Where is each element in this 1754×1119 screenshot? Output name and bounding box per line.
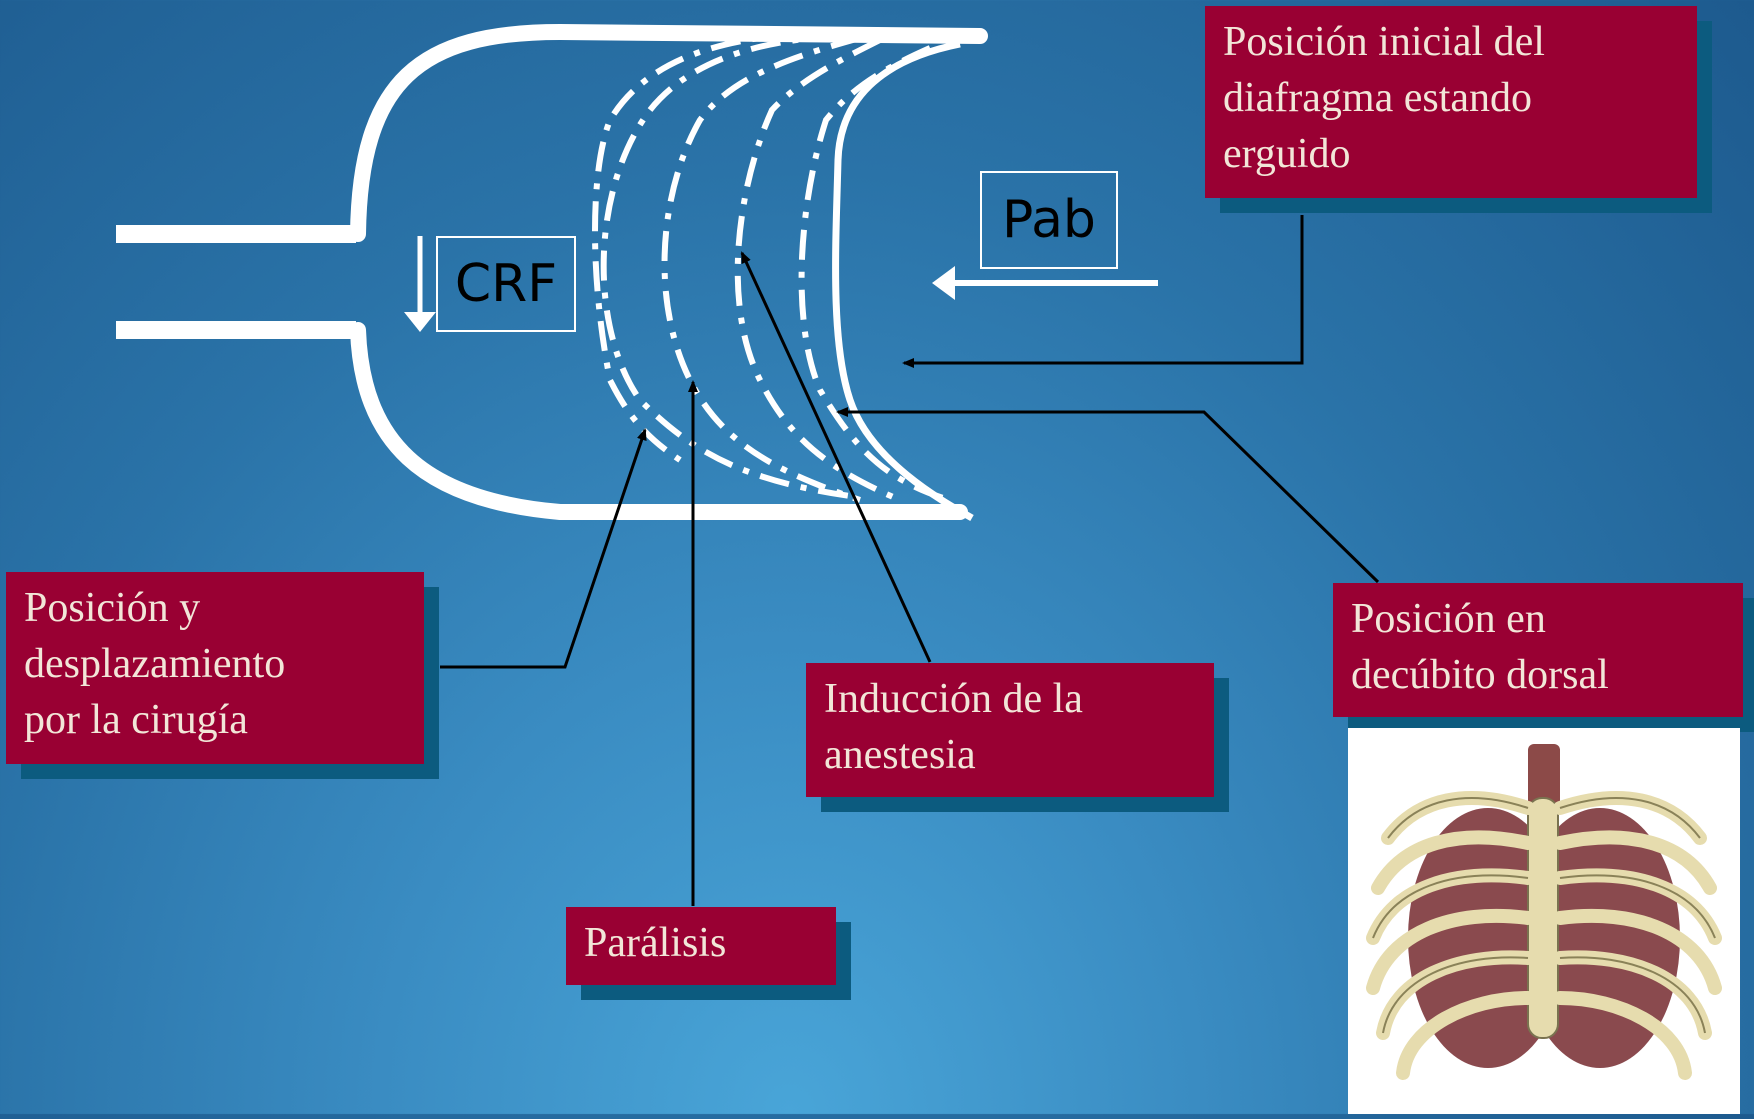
pab-arrowhead: [932, 266, 955, 300]
rib-cage-icon: [1348, 728, 1740, 1114]
surgery-displacement-label: Posición y desplazamiento por la cirugía: [6, 572, 424, 764]
initial-position-label: Posición inicial del diafragma estando e…: [1205, 6, 1697, 198]
rib-cage-illustration: [1348, 728, 1740, 1114]
leader-supine-position: [838, 412, 1378, 582]
pab-label: Pab: [980, 171, 1118, 269]
crf-arrowhead: [404, 312, 436, 332]
supine-position-label: Posición en decúbito dorsal: [1333, 583, 1743, 717]
paralysis-label: Parálisis: [566, 907, 836, 985]
diaphragm-surgery-displacement: [604, 36, 850, 496]
leader-surgery-displacement: [440, 430, 645, 667]
diaphragm-anesthesia-induction: [738, 40, 900, 500]
anesthesia-induction-label: Inducción de la anestesia: [806, 663, 1214, 797]
crf-label: CRF: [436, 236, 576, 332]
